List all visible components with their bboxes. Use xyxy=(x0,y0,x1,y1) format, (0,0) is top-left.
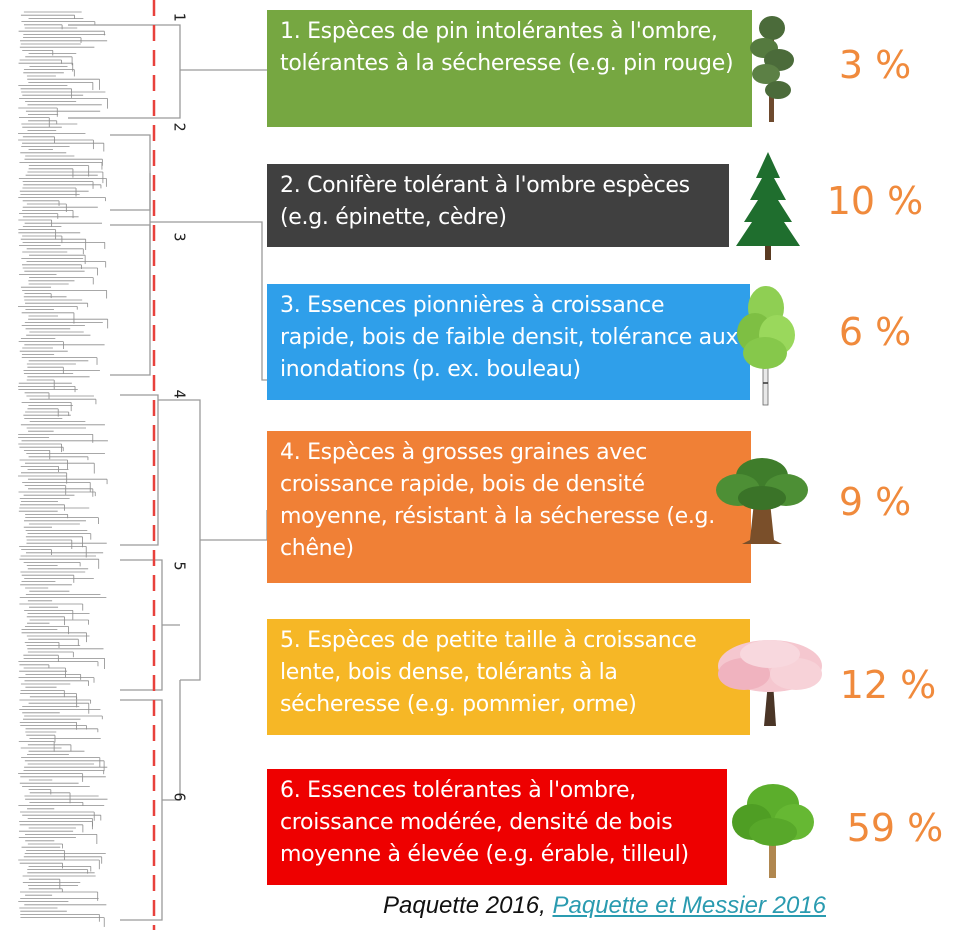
group-box-2: 2. Conifère tolérant à l'ombre espèces (… xyxy=(267,164,729,247)
birch-tree-icon xyxy=(737,286,795,406)
percent-1: 3 % xyxy=(838,43,912,87)
group-box-3: 3. Essences pionnières à croissance rapi… xyxy=(267,284,750,400)
citation: Paquette 2016, Paquette et Messier 2016 xyxy=(383,892,826,920)
citation-text: Paquette 2016, xyxy=(383,892,546,919)
percent-2: 10 % xyxy=(826,179,924,223)
group-number-2: 2 xyxy=(170,122,189,132)
group-box-4: 4. Espèces à grosses graines avec croiss… xyxy=(267,431,751,583)
percent-5: 12 % xyxy=(839,663,937,707)
group-box-1: 1. Espèces de pin intolérantes à l'ombre… xyxy=(267,10,752,127)
blossom-tree-icon xyxy=(718,640,822,726)
group-number-3: 3 xyxy=(170,232,189,242)
dendrogram-leaves xyxy=(18,11,109,927)
spruce-tree-icon xyxy=(736,152,800,260)
maple-tree-icon xyxy=(732,784,814,878)
pine-tree-icon xyxy=(750,16,794,122)
group-number-4: 4 xyxy=(170,389,189,399)
percent-3: 6 % xyxy=(838,310,912,354)
percent-6: 59 % xyxy=(846,806,944,850)
group-box-5: 5. Espèces de petite taille à croissance… xyxy=(267,619,750,735)
citation-link[interactable]: Paquette et Messier 2016 xyxy=(552,892,826,919)
group-number-1: 1 xyxy=(170,12,189,22)
percent-4: 9 % xyxy=(838,480,912,524)
group-box-6: 6. Essences tolérantes à l'ombre, croiss… xyxy=(267,769,727,885)
dendrogram xyxy=(18,0,268,930)
oak-tree-icon xyxy=(716,458,808,544)
group-number-6: 6 xyxy=(170,792,189,802)
group-number-5: 5 xyxy=(170,561,189,571)
